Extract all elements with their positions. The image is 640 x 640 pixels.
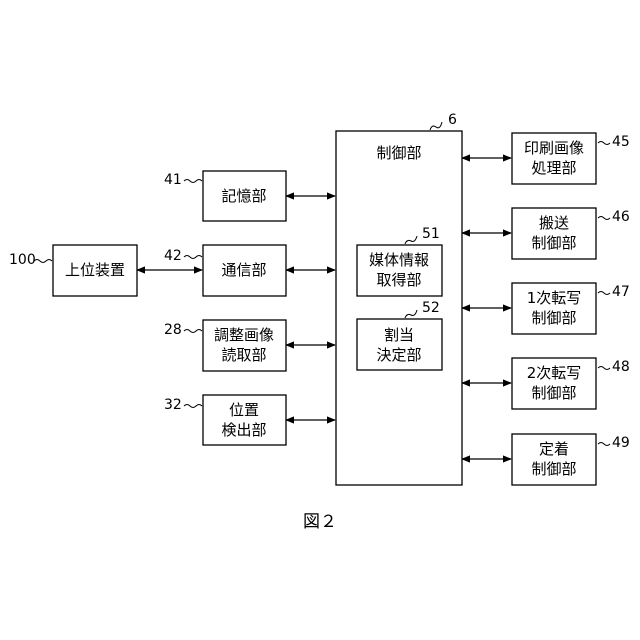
leader-line xyxy=(598,142,610,145)
comm-unit-ref: 42 xyxy=(164,248,202,264)
media-info-block: 媒体情報 取得部 xyxy=(357,245,442,296)
allocation-label-line2: 決定部 xyxy=(376,346,421,364)
position-detector-label-line2: 検出部 xyxy=(221,421,266,439)
ref-number-100: 100 xyxy=(9,252,36,268)
print-image-ref: 45 xyxy=(598,134,630,150)
ref-number-52: 52 xyxy=(422,300,440,316)
secondary-transfer-label-line2: 制御部 xyxy=(531,384,576,402)
position-detector-block: 位置 検出部 xyxy=(203,395,286,445)
host-device-block: 上位装置 xyxy=(53,245,137,296)
leader-line xyxy=(184,405,202,408)
controller-ref: 6 xyxy=(430,112,457,130)
leader-line xyxy=(598,367,610,370)
host-device-label: 上位装置 xyxy=(65,261,125,279)
transport-unit-block: 搬送 制御部 xyxy=(512,208,596,259)
allocation-label-line1: 割当 xyxy=(384,326,414,344)
media-info-label-line2: 取得部 xyxy=(376,271,421,289)
position-detector-label-line1: 位置 xyxy=(229,401,259,419)
primary-transfer-unit-block: 1次転写 制御部 xyxy=(512,283,596,334)
ref-number-28: 28 xyxy=(164,322,182,338)
fixing-label-line2: 制御部 xyxy=(531,460,576,478)
adjust-reader-label-line1: 調整画像 xyxy=(214,326,274,344)
comm-unit-label: 通信部 xyxy=(221,261,266,279)
transport-label-line1: 搬送 xyxy=(539,214,569,232)
controller-label: 制御部 xyxy=(376,144,421,162)
secondary-transfer-ref: 48 xyxy=(598,359,630,375)
print-image-label-line1: 印刷画像 xyxy=(524,139,584,157)
ref-number-6: 6 xyxy=(448,112,457,128)
position-detector-ref: 32 xyxy=(164,397,202,413)
comm-unit-block: 通信部 xyxy=(203,245,286,296)
adjust-reader-ref: 28 xyxy=(164,322,202,338)
ref-number-45: 45 xyxy=(612,134,630,150)
ref-number-49: 49 xyxy=(612,435,630,451)
ref-number-42: 42 xyxy=(164,248,182,264)
fixing-ref: 49 xyxy=(598,435,630,451)
controller-block: 制御部 xyxy=(336,131,462,485)
fixing-unit-block: 定着 制御部 xyxy=(512,434,596,485)
primary-transfer-label-line1: 1次転写 xyxy=(527,289,582,307)
leader-line xyxy=(598,292,610,295)
leader-line xyxy=(34,260,52,263)
media-info-label-line1: 媒体情報 xyxy=(369,251,429,269)
storage-unit-block: 記憶部 xyxy=(203,171,286,221)
leader-line xyxy=(184,180,202,183)
fixing-label-line1: 定着 xyxy=(539,440,569,458)
transport-ref: 46 xyxy=(598,209,630,225)
host-device-ref: 100 xyxy=(9,252,52,268)
leader-line xyxy=(430,122,442,130)
transport-label-line2: 制御部 xyxy=(531,234,576,252)
ref-number-47: 47 xyxy=(612,284,630,300)
ref-number-51: 51 xyxy=(422,226,440,242)
print-image-unit-block: 印刷画像 処理部 xyxy=(512,133,596,184)
ref-number-48: 48 xyxy=(612,359,630,375)
secondary-transfer-unit-block: 2次転写 制御部 xyxy=(512,358,596,409)
ref-number-46: 46 xyxy=(612,209,630,225)
ref-number-41: 41 xyxy=(164,172,182,188)
leader-line xyxy=(598,443,610,446)
print-image-label-line2: 処理部 xyxy=(531,159,576,177)
ref-number-32: 32 xyxy=(164,397,182,413)
allocation-block: 割当 決定部 xyxy=(357,319,442,370)
adjust-reader-block: 調整画像 読取部 xyxy=(203,320,286,371)
leader-line xyxy=(184,256,202,259)
leader-line xyxy=(598,217,610,220)
storage-unit-ref: 41 xyxy=(164,172,202,188)
figure-caption: 図２ xyxy=(303,512,337,532)
leader-line xyxy=(184,330,202,333)
adjust-reader-label-line2: 読取部 xyxy=(221,346,266,364)
storage-unit-label: 記憶部 xyxy=(221,187,266,205)
primary-transfer-ref: 47 xyxy=(598,284,630,300)
primary-transfer-label-line2: 制御部 xyxy=(531,309,576,327)
secondary-transfer-label-line1: 2次転写 xyxy=(527,364,582,382)
